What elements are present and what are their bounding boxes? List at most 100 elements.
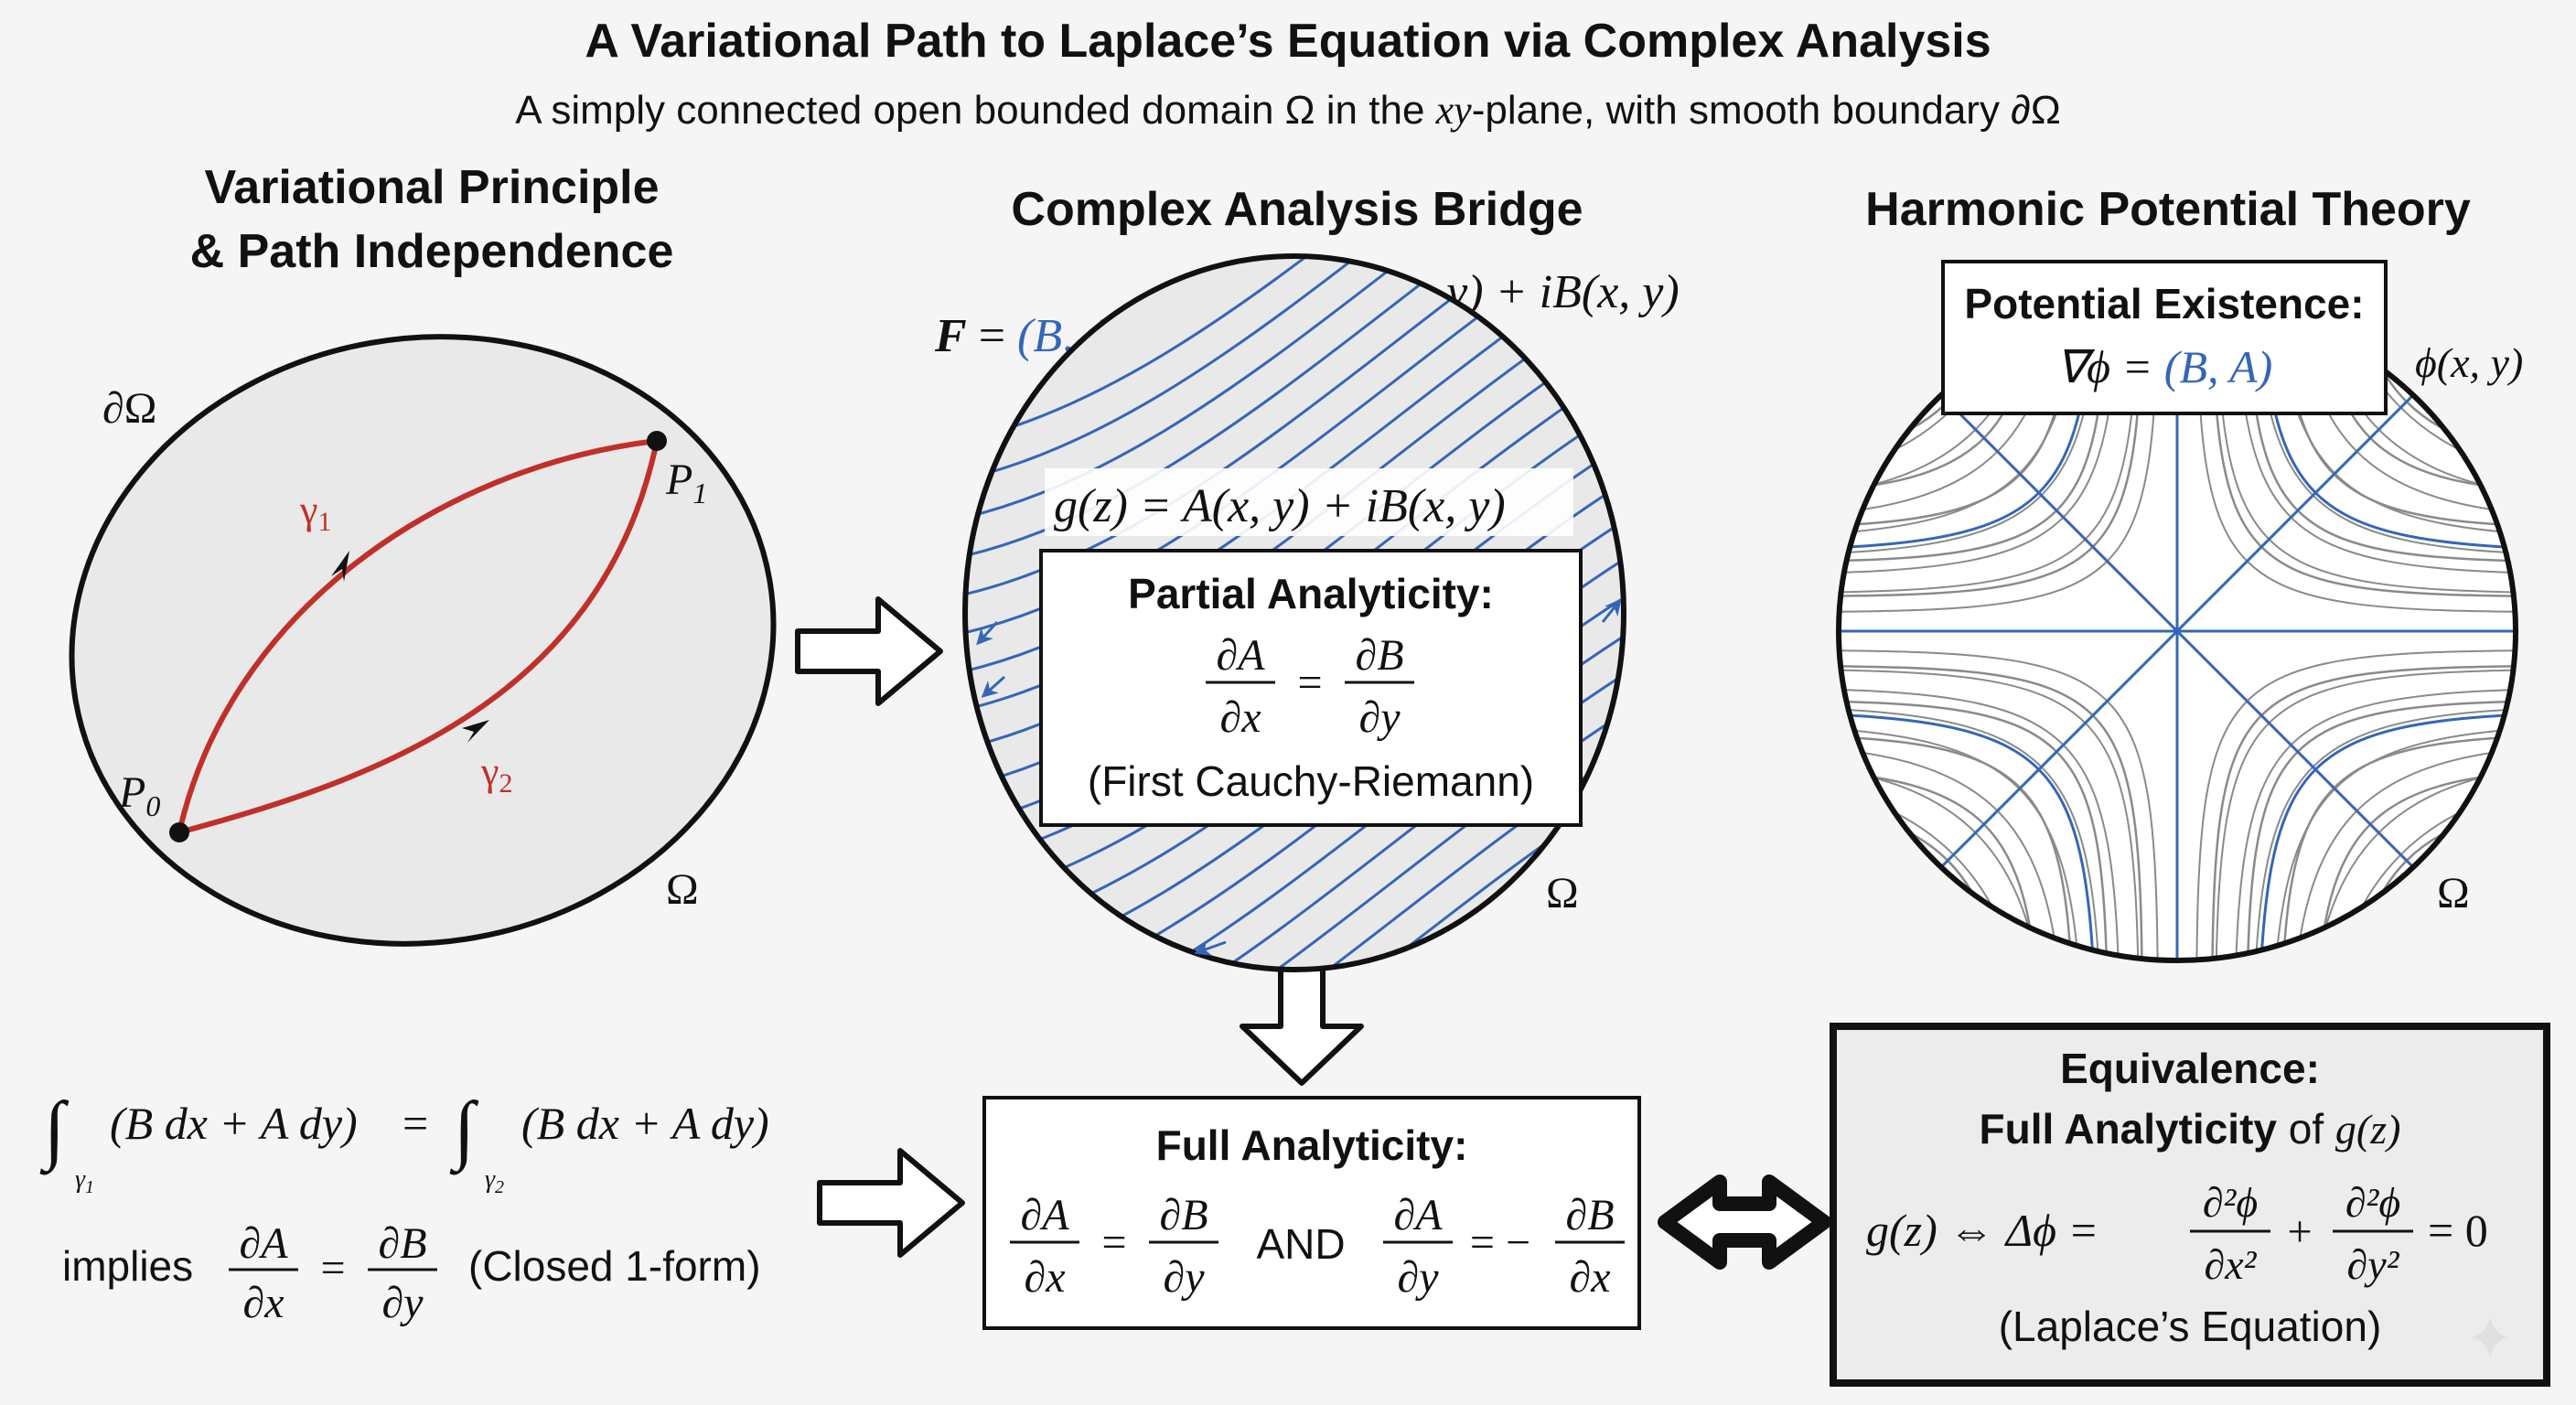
streamline [965, 256, 1624, 606]
frac-num: ∂A [1020, 1191, 1069, 1239]
integral-body-2: (B dx + A dy) [521, 1098, 769, 1149]
equipotential-line [1839, 942, 1866, 960]
page-title: A Variational Path to Laplace’s Equation… [585, 15, 1991, 68]
frac-den: ∂x [1219, 693, 1261, 742]
full-cr1-equals: = [1101, 1218, 1126, 1267]
phi-label: ϕ(x, y) [2415, 339, 2523, 386]
equipotential-line [1839, 908, 1900, 960]
field-line [2258, 712, 2516, 960]
integral-sub-2: γ2 [485, 1165, 504, 1197]
equipotential-line [2488, 302, 2516, 320]
streamline [965, 256, 1624, 490]
laplace-plus: + [2287, 1207, 2312, 1256]
arrow-full-equiv-double-icon [1658, 1174, 1831, 1270]
partial-analyticity-caption: (First Cauchy-Riemann) [1088, 757, 1534, 805]
field-line [1901, 355, 2453, 907]
streamline [965, 256, 1624, 529]
middle-panel-title: Complex Analysis Bridge [1011, 183, 1583, 236]
full-cr2-equals-minus: = − [1470, 1218, 1530, 1267]
equipotential-line [1839, 873, 1936, 960]
frac-num: ∂A [1393, 1191, 1443, 1239]
path-integral-equation: ∫ γ1 (B dx + A dy) = ∫ γ2 (B dx + A dy) [39, 1087, 769, 1197]
p1-label: P1 [665, 456, 707, 509]
point-p1 [647, 431, 667, 451]
g-definition-inner-bg [1045, 468, 1573, 536]
streamline [965, 256, 1624, 452]
gamma2-label: γ2 [480, 749, 512, 799]
omega-label-middle: Ω [1546, 869, 1579, 917]
gamma1-arrowhead-icon [331, 551, 349, 582]
frac-den: ∂x² [2205, 1241, 2258, 1288]
frac-num: ∂²ϕ [2345, 1179, 2400, 1226]
omega-label-left: Ω [666, 865, 699, 914]
equivalence-box [1830, 1023, 2550, 1387]
potential-existence-box [1941, 260, 2388, 415]
partial-analyticity-box [1039, 549, 1583, 827]
laplace-rhs: = 0 [2428, 1205, 2488, 1256]
equipotential-line [2488, 942, 2516, 960]
closed-form-fraction-dB-dy: ∂B ∂y [368, 1219, 437, 1327]
laplace-caption: (Laplace’s Equation) [1999, 1303, 2382, 1350]
omega-label-right: Ω [2437, 869, 2470, 917]
laplace-lhs: g(z) ⇔ Δϕ = [1866, 1205, 2098, 1256]
closed-form-label: (Closed 1-form) [468, 1242, 761, 1290]
g-definition-inner: g(z) = A(x, y) + iB(x, y) [1054, 480, 1506, 532]
frac-num: ∂²ϕ [2203, 1179, 2258, 1226]
potential-existence-formula: ∇ϕ = (B, A) [2056, 341, 2273, 392]
gamma2-arrowhead-icon [462, 720, 489, 743]
laplace-fraction-xx: ∂²ϕ ∂x² [2190, 1179, 2270, 1288]
frac-num: ∂A [1216, 631, 1265, 680]
frac-num: ∂B [1159, 1191, 1208, 1239]
field-arrow-right-1-icon [1601, 598, 1622, 623]
p0-label: P0 [118, 768, 160, 822]
path-gamma2 [178, 440, 660, 835]
full-cr1-fraction-dA-dx: ∂A ∂x [1010, 1191, 1079, 1302]
integral-equals: = [402, 1098, 428, 1149]
streamline [965, 256, 1624, 567]
frac-den: ∂y [1358, 693, 1401, 742]
boundary-label-left: ∂Ω [102, 384, 156, 433]
field-arrow-left-1-icon [976, 620, 999, 646]
arrow-integral-to-full-icon [817, 1148, 965, 1258]
domain-omega-left [69, 334, 777, 947]
left-panel-title-line1: Variational Principle [204, 161, 659, 214]
frac-den: ∂y [381, 1279, 424, 1327]
laplace-fraction-yy: ∂²ϕ ∂y² [2333, 1179, 2413, 1288]
point-p0 [169, 822, 189, 842]
integral-sub-1: γ1 [75, 1165, 94, 1197]
frac-den: ∂y² [2347, 1241, 2400, 1288]
frac-den: ∂y [1397, 1253, 1439, 1302]
cr1-fraction-dB-dy: ∂B ∂y [1345, 631, 1414, 742]
frac-den: ∂x [1569, 1253, 1610, 1302]
integral-sign-1: ∫ [39, 1087, 70, 1175]
frac-den: ∂x [1024, 1253, 1065, 1302]
field-arrow-bottom-icon [1194, 939, 1227, 956]
equivalence-title: Equivalence: [2060, 1045, 2320, 1092]
cr1-equals: = [1297, 659, 1322, 707]
frac-num: ∂B [378, 1219, 426, 1268]
frac-num: ∂B [1355, 631, 1403, 680]
sparkle-icon [2472, 1317, 2508, 1357]
frac-num: ∂B [1565, 1191, 1614, 1239]
closed-form-equals: = [320, 1244, 345, 1292]
equipotential-line [1839, 302, 1936, 390]
frac-den: ∂y [1163, 1253, 1205, 1302]
full-analyticity-title: Full Analyticity: [1156, 1121, 1468, 1169]
arrow-left-to-middle-icon [795, 596, 943, 706]
full-cr2-fraction-dA-dy: ∂A ∂y [1383, 1191, 1453, 1302]
full-and-label: AND [1256, 1220, 1345, 1268]
cr1-fraction-dA-dx: ∂A ∂x [1206, 631, 1275, 742]
left-panel-title-line2: & Path Independence [190, 225, 674, 278]
full-cr1-fraction-dB-dy: ∂B ∂y [1149, 1191, 1218, 1302]
equivalence-subtitle: Full Analyticity of g(z) [1980, 1105, 2401, 1153]
equipotential-line [2454, 908, 2516, 960]
full-analyticity-box [982, 1096, 1641, 1330]
implies-label: implies [62, 1242, 193, 1290]
potential-existence-title: Potential Existence: [1964, 280, 2364, 327]
gamma1-label: γ1 [299, 488, 331, 537]
equipotential-line [2454, 302, 2516, 354]
right-panel-title: Harmonic Potential Theory [1865, 183, 2471, 236]
partial-analyticity-title: Partial Analyticity: [1128, 570, 1494, 617]
frac-num: ∂A [239, 1219, 288, 1268]
